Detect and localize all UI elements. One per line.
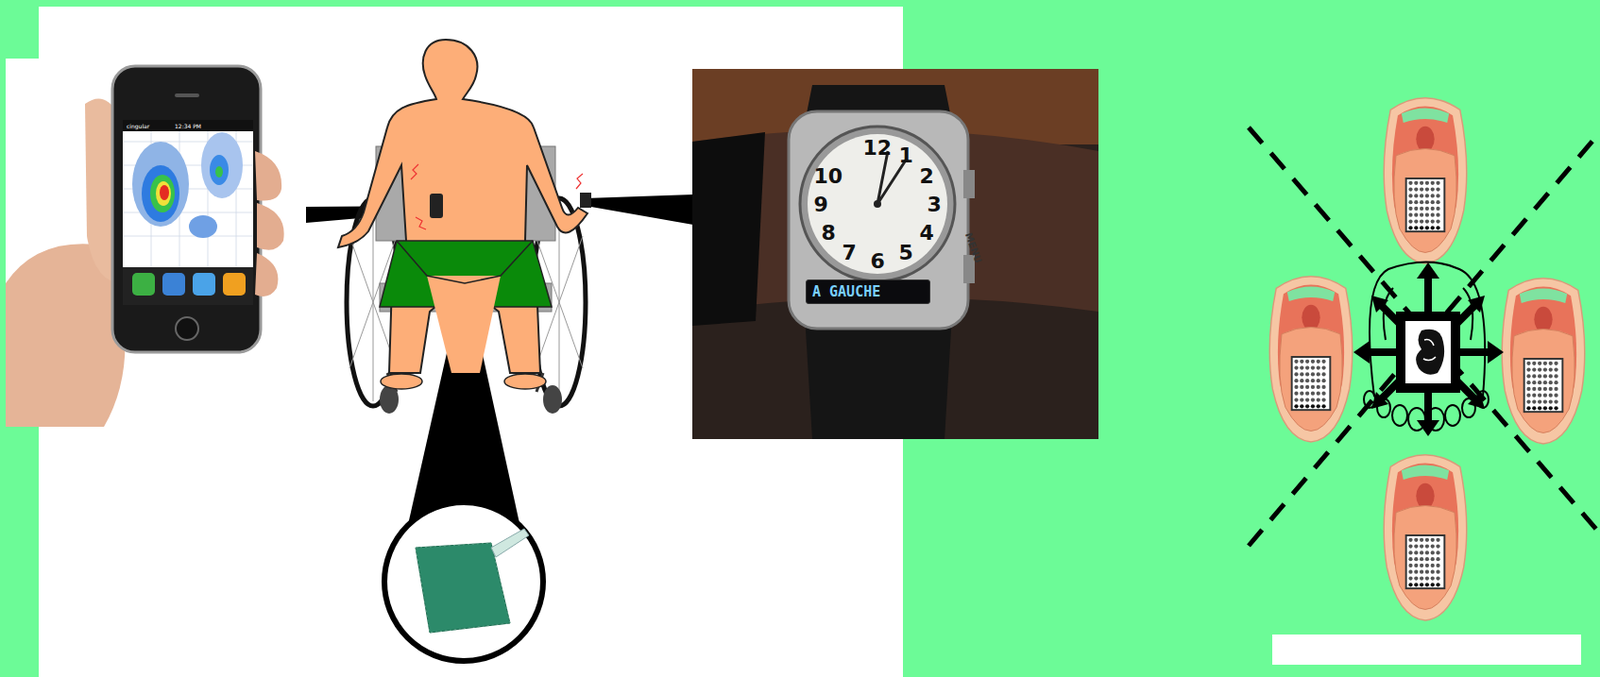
center-figure-part: [1369, 262, 1485, 398]
direction-arrows-part: [1416, 420, 1440, 437]
wheelchair-user-part: [504, 374, 546, 390]
dial-numeral: 4: [919, 221, 934, 245]
center-box-part: [1423, 340, 1436, 361]
dial-numeral: 7: [842, 240, 857, 265]
dial-numeral: 5: [899, 240, 914, 265]
dial-numeral: 8: [821, 221, 836, 245]
hand-phone-part: [112, 66, 261, 353]
watch-display: A GAUCHE: [805, 279, 931, 305]
hand-phone: [5, 66, 285, 427]
tongue-display-part: [1383, 455, 1467, 621]
wheelchair-user-part: [410, 164, 583, 230]
dial-numeral: 12: [863, 136, 893, 160]
tongue-display-part: [1501, 278, 1585, 444]
watch-photo-part: [692, 68, 1099, 440]
hand-phone-part: [132, 272, 155, 296]
tongue-display-part: [1383, 98, 1467, 264]
center-box: [1395, 311, 1461, 393]
wheelchair-user-part: [380, 374, 423, 390]
direction-arrows-part: [1353, 340, 1370, 364]
wheelchair-user-part: [579, 192, 592, 208]
center-figure-part: [1392, 405, 1408, 426]
center-box-part: [1415, 329, 1445, 375]
wheelchair-user-part: [396, 240, 533, 284]
direction-arrows-part: [1467, 295, 1485, 313]
center-box-part: [1395, 311, 1461, 393]
status-text: 12:34 PM: [174, 122, 202, 130]
hand-phone-part: [122, 267, 254, 306]
hand-phone-part: [122, 131, 254, 268]
button-label: MENU: [962, 230, 984, 264]
pressure-map: [132, 132, 243, 239]
watch-photo-part: [692, 132, 766, 326]
watch-photo-part: [807, 134, 948, 274]
hand-phone-part: [162, 272, 186, 296]
dial-numeral: 6: [870, 249, 886, 273]
hand-phone-part: [222, 272, 246, 296]
mat-inset-part: [491, 528, 529, 558]
direction-arrows-part: [1371, 391, 1389, 409]
mat-inset: [384, 502, 544, 662]
wheelchair-user-part: [338, 39, 588, 374]
hand-phone-part: [174, 93, 200, 98]
hand-phone-part: [122, 119, 254, 132]
blank-box: [1272, 634, 1582, 665]
wheelchair-user-part: [426, 275, 501, 374]
wheelchair-user-part: [543, 385, 562, 414]
dial-numeral: 2: [919, 164, 934, 188]
hand-phone-part: [175, 317, 199, 341]
watch-photo-part: [788, 111, 969, 329]
pressure-map-part: [209, 154, 229, 186]
display-text: A GAUCHE: [812, 283, 881, 301]
pressure-map-part: [155, 181, 171, 206]
pressure-map-part: [215, 166, 223, 178]
hand-phone-part: [122, 119, 254, 268]
status-text: cingular: [126, 122, 150, 130]
tongue-display-part: [1269, 276, 1353, 443]
watch-photo-part: [963, 170, 975, 199]
watch-photo-part: [873, 200, 882, 208]
pressure-map-part: [132, 141, 189, 227]
leader-wedge-part: [585, 194, 694, 225]
direction-arrows-part: [1467, 391, 1485, 409]
direction-arrows-part: [1487, 340, 1504, 364]
pressure-map-part: [141, 165, 180, 222]
center-box-part: [1405, 321, 1451, 384]
dial-numeral: 3: [927, 192, 942, 217]
wheelchair-user: [338, 39, 592, 414]
dial-numeral: 10: [814, 164, 844, 188]
pressure-map-part: [188, 215, 218, 239]
wheelchair-user-part: [429, 193, 443, 219]
dial-numeral: 9: [814, 192, 829, 217]
watch-photo-part: [800, 126, 955, 282]
dial-numeral: 1: [899, 143, 914, 168]
center-figure-part: [1445, 405, 1461, 426]
direction-arrows-part: [1371, 295, 1389, 313]
direction-arrows: [1353, 262, 1504, 437]
pressure-map-part: [159, 185, 170, 201]
hand-phone-part: [255, 151, 285, 297]
hand-phone-part: [192, 272, 216, 296]
wheelchair-user-part: [379, 385, 399, 414]
mat-inset-part: [384, 502, 544, 662]
pressure-map-part: [201, 132, 243, 199]
direction-arrows-part: [1416, 262, 1440, 279]
tongue-display: [1269, 98, 1585, 621]
center-figure: [1363, 262, 1489, 432]
watch-photo: [692, 68, 1099, 440]
pressure-map-part: [150, 174, 175, 213]
